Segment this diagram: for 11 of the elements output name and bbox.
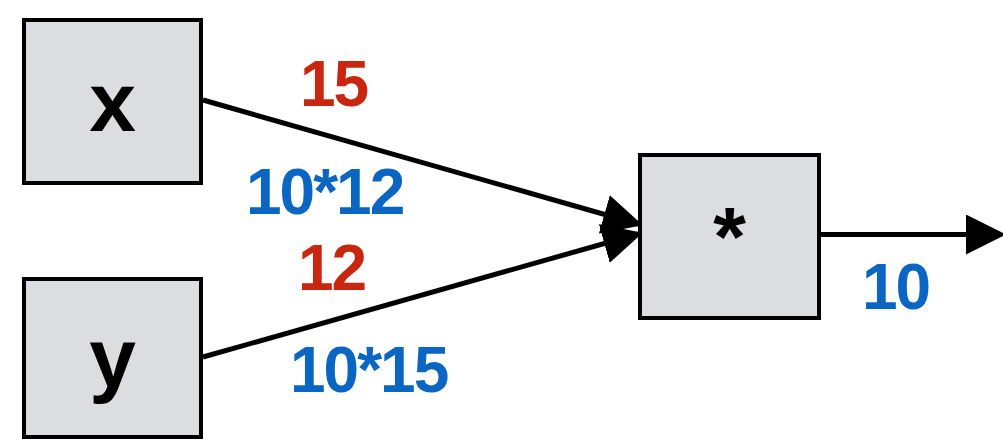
gradient-value: 10*12 xyxy=(246,160,404,224)
arrow xyxy=(821,214,1003,255)
node-label: x xyxy=(89,59,136,144)
gradient-value: 10*15 xyxy=(290,338,448,402)
gradient-value: 10 xyxy=(862,255,930,319)
operation-box xyxy=(22,18,203,185)
node-label: * xyxy=(713,194,746,279)
operation-box xyxy=(22,277,203,439)
operation-box xyxy=(638,153,821,320)
forward-value: 15 xyxy=(300,52,368,116)
forward-value: 12 xyxy=(298,236,366,300)
